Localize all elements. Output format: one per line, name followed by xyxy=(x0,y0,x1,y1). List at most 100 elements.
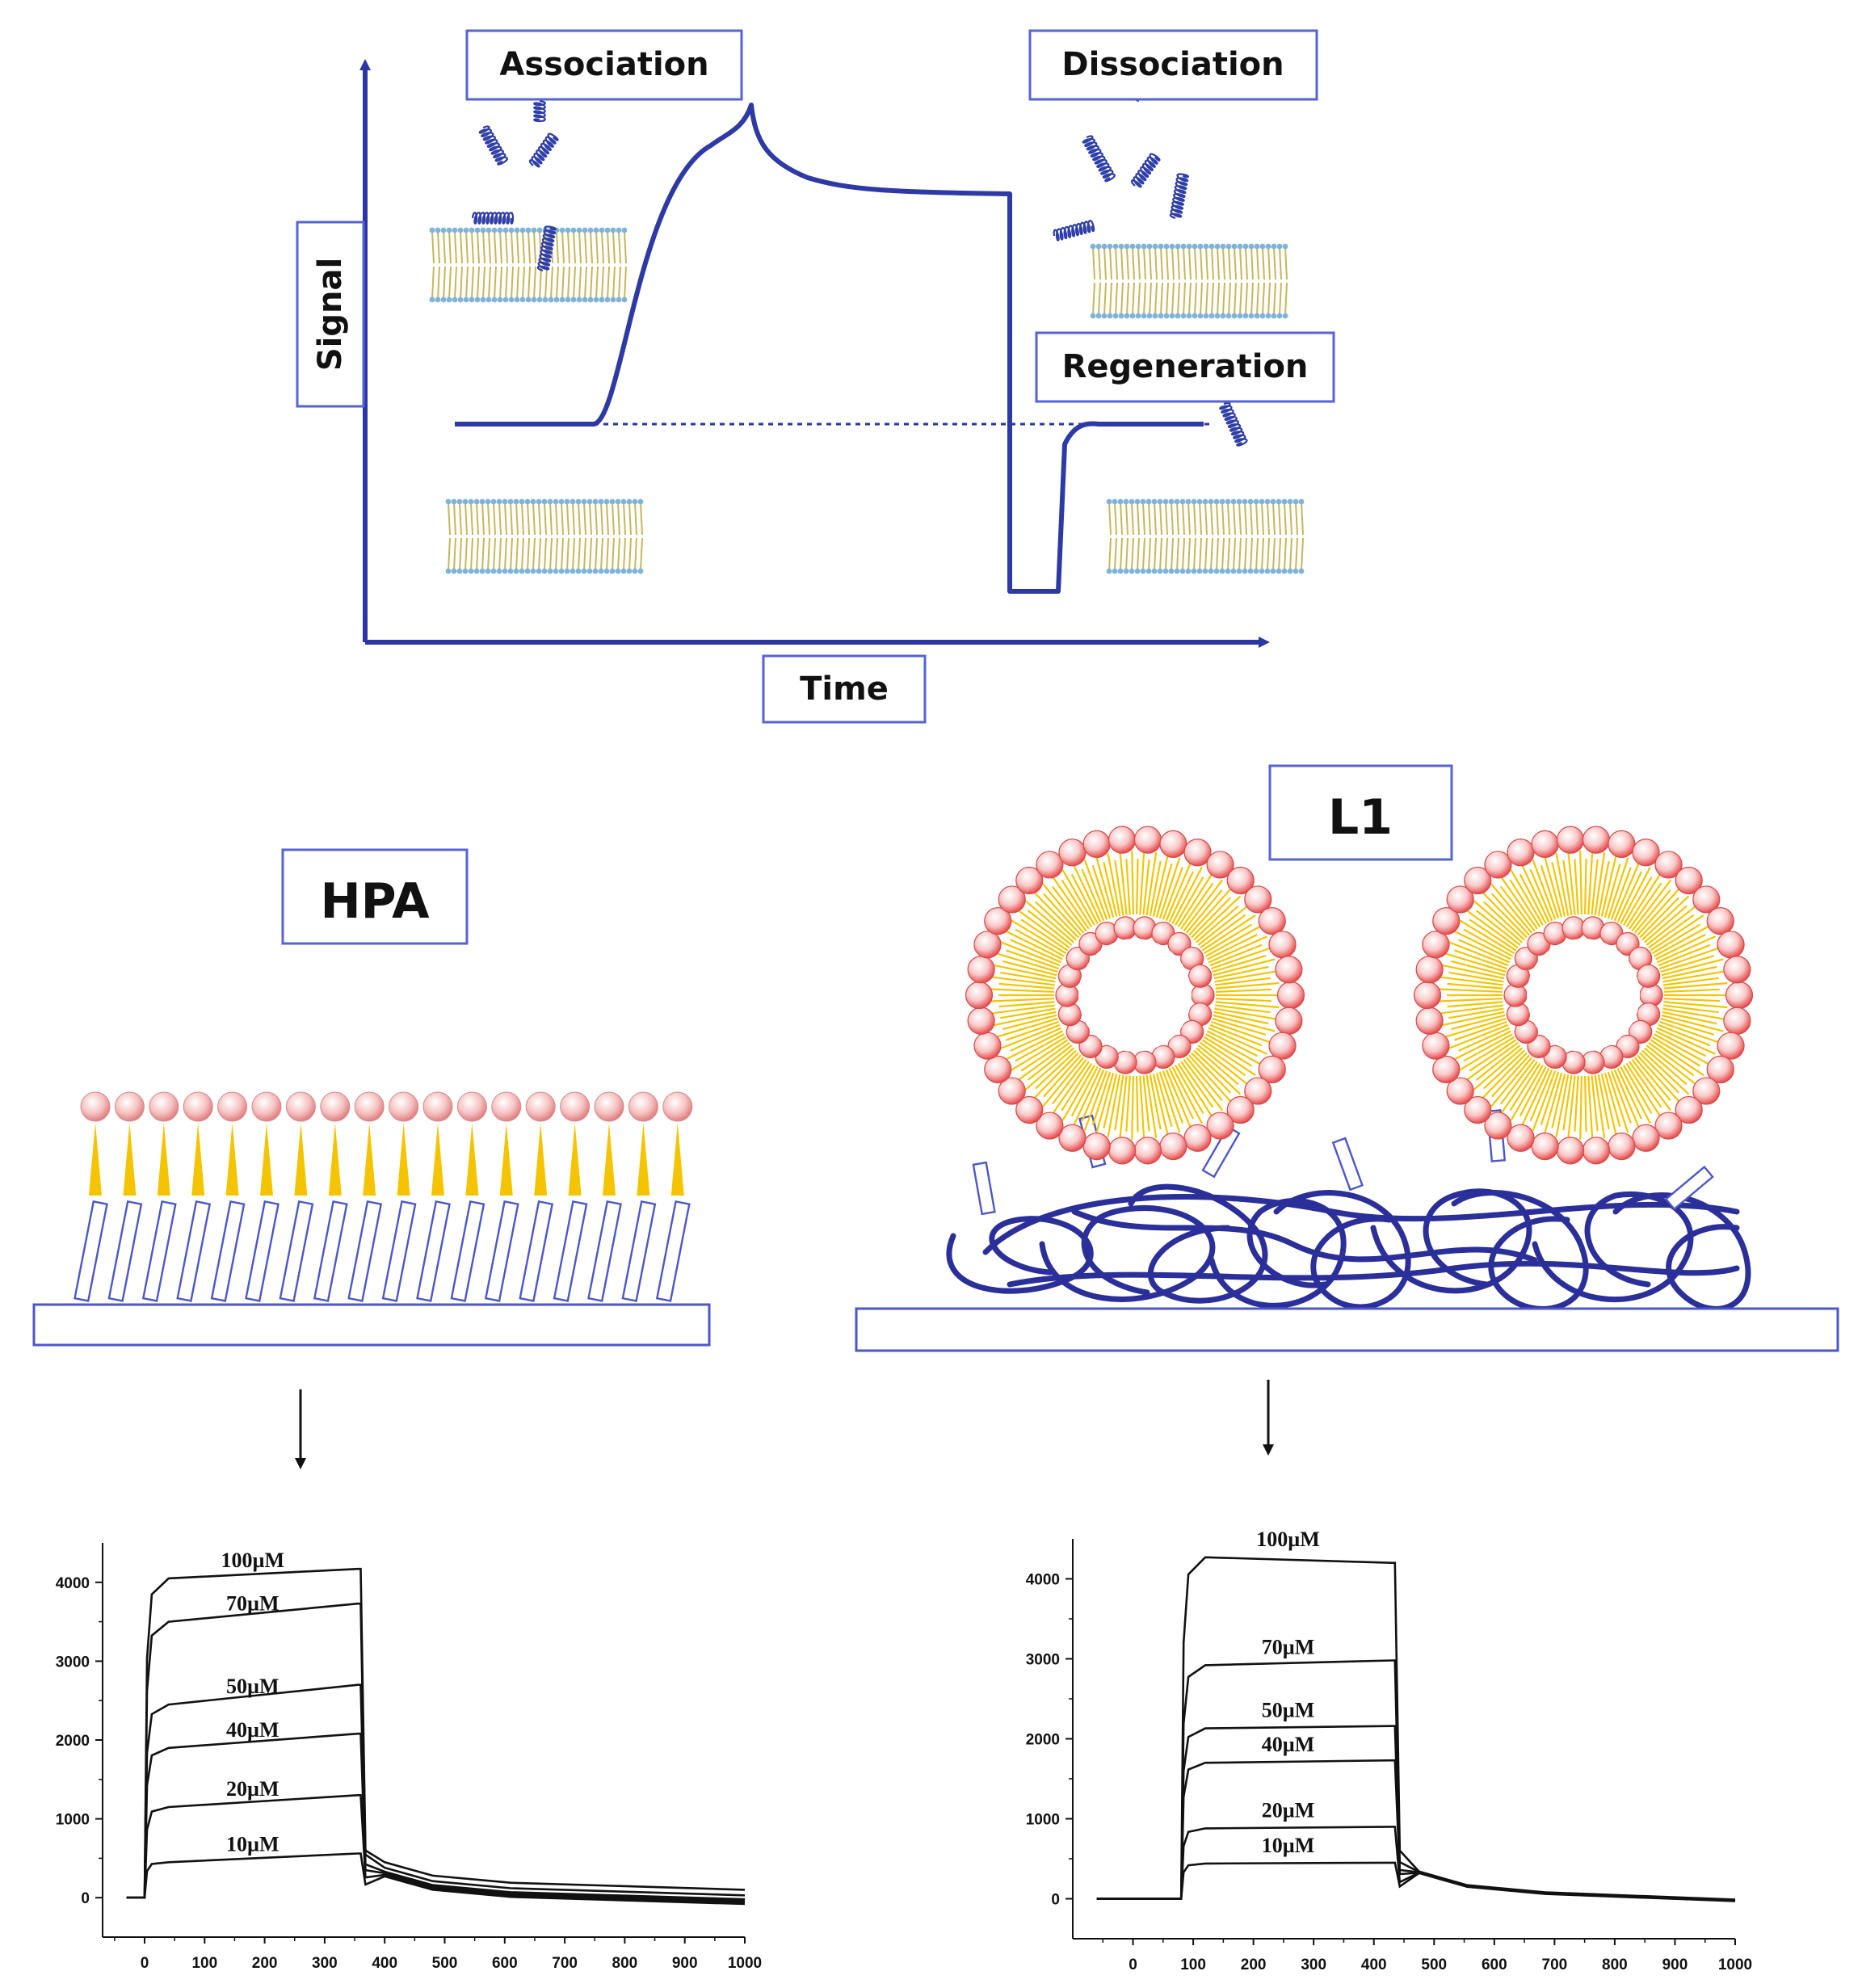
regeneration-label: Regeneration xyxy=(1035,331,1335,403)
l1-substrate xyxy=(855,1307,1839,1352)
bilayer-dissociation xyxy=(1090,243,1288,319)
hpa-lipid xyxy=(141,1091,179,1302)
x-tick-label: 300 xyxy=(1301,1956,1326,1973)
peptide-helix xyxy=(536,225,557,272)
series-label: 100µM xyxy=(221,1549,284,1572)
y-tick-label: 3000 xyxy=(1026,1652,1060,1669)
x-tick-label: 500 xyxy=(432,1955,458,1972)
peptide-helix xyxy=(1053,220,1095,242)
x-tick-label: 600 xyxy=(1482,1956,1507,1973)
x-tick-label: 1000 xyxy=(728,1955,762,1972)
x-tick-label: 800 xyxy=(612,1955,638,1972)
signal-text: Signal xyxy=(312,258,349,371)
x-tick-label: 800 xyxy=(1602,1956,1628,1973)
peptide-helix xyxy=(533,99,546,123)
hpa-title-text: HPA xyxy=(320,873,430,930)
x-tick-label: 900 xyxy=(672,1955,698,1972)
dextran-strand xyxy=(1007,1260,1740,1288)
l1-title-text: L1 xyxy=(1328,789,1393,846)
series-line xyxy=(1096,1556,1736,1901)
x-tick-label: 700 xyxy=(1542,1956,1568,1973)
series-line xyxy=(1096,1826,1736,1902)
liposome xyxy=(1413,826,1754,1165)
hpa-lipid xyxy=(484,1091,522,1302)
hpa-lipid xyxy=(655,1091,693,1302)
peptide-helix xyxy=(471,212,515,225)
peptide-helix xyxy=(528,132,559,168)
series-label: 20µM xyxy=(226,1777,280,1801)
hpa-lipid xyxy=(210,1091,248,1302)
dextran-strand xyxy=(982,1194,1740,1255)
series-label: 70µM xyxy=(1262,1635,1315,1658)
series-label: 100µM xyxy=(1256,1528,1320,1551)
association-text: Association xyxy=(499,46,708,83)
dissociation-label: Dissociation xyxy=(1028,29,1318,101)
hpa-lipid xyxy=(176,1091,213,1302)
x-tick-label: 700 xyxy=(552,1955,578,1972)
dextran-strand xyxy=(1071,1208,1538,1263)
time-label: Time xyxy=(762,654,927,724)
y-tick-label: 2000 xyxy=(56,1733,90,1750)
hpa-lipid xyxy=(519,1091,556,1302)
l1-liposomes xyxy=(965,826,1754,1165)
x-tick-label: 1000 xyxy=(1718,1956,1752,1973)
hpa-lipid xyxy=(553,1091,591,1302)
hpa-monolayer xyxy=(74,1091,693,1302)
x-tick-label: 600 xyxy=(492,1955,518,1972)
lipophilic-anchor xyxy=(972,1161,996,1216)
series-line xyxy=(126,1602,746,1899)
dextran-strand xyxy=(1532,1192,1694,1303)
hpa-lipid xyxy=(381,1091,419,1302)
series-label: 40µM xyxy=(226,1718,280,1742)
y-tick-label: 2000 xyxy=(1026,1732,1060,1749)
series-line xyxy=(126,1852,746,1906)
series-label: 10µM xyxy=(1262,1834,1315,1857)
l1-surface-diagram: L1 xyxy=(855,764,1839,1456)
bilayer-baseline-right xyxy=(1106,498,1305,574)
y-tick-label: 1000 xyxy=(1026,1812,1060,1829)
series-line xyxy=(1096,1861,1736,1902)
dextran-strand xyxy=(1451,1190,1589,1312)
dextran-strand xyxy=(1273,1190,1411,1310)
x-tick-label: 100 xyxy=(191,1955,217,1972)
x-tick-label: 500 xyxy=(1421,1956,1447,1973)
hpa-surface-diagram: HPA xyxy=(32,848,711,1469)
hpa-lipid xyxy=(587,1091,624,1302)
series-label: 70µM xyxy=(226,1592,280,1616)
series-line xyxy=(126,1794,746,1904)
regeneration-text: Regeneration xyxy=(1062,348,1309,385)
y-tick-label: 4000 xyxy=(1026,1572,1060,1589)
x-tick-label: 400 xyxy=(1361,1956,1387,1973)
series-line xyxy=(126,1683,746,1901)
series-line xyxy=(126,1567,746,1899)
x-tick-label: 0 xyxy=(141,1955,149,1972)
x-tick-label: 400 xyxy=(372,1955,397,1972)
association-label: Association xyxy=(465,29,743,101)
hpa-lipid xyxy=(107,1091,145,1302)
hpa-lipid xyxy=(621,1091,658,1302)
x-tick-label: 0 xyxy=(1129,1956,1137,1973)
y-tick-label: 0 xyxy=(81,1890,90,1907)
hpa-lipid xyxy=(74,1091,111,1302)
dextran-strand xyxy=(1039,1205,1216,1302)
dissociation-text: Dissociation xyxy=(1061,46,1284,83)
y-tick-label: 0 xyxy=(1051,1892,1060,1909)
binding-schematic: Association Dissociation Regeneration Si… xyxy=(296,29,1335,724)
y-tick-label: 1000 xyxy=(56,1812,90,1829)
hpa-lipid xyxy=(450,1091,487,1302)
hpa-title-label: HPA xyxy=(281,848,469,945)
hpa-lipid xyxy=(313,1091,351,1302)
l1-title-label: L1 xyxy=(1268,764,1453,861)
y-tick-label: 4000 xyxy=(56,1575,90,1592)
bilayer-baseline-left xyxy=(445,498,644,574)
peptide-helix xyxy=(1169,173,1189,220)
series-label: 40µM xyxy=(1262,1733,1315,1756)
dextran-strand xyxy=(1128,1183,1268,1304)
signal-label: Signal xyxy=(296,221,365,408)
liposome xyxy=(965,826,1305,1165)
series-line xyxy=(126,1732,746,1902)
lipid-bilayers xyxy=(429,227,1305,574)
